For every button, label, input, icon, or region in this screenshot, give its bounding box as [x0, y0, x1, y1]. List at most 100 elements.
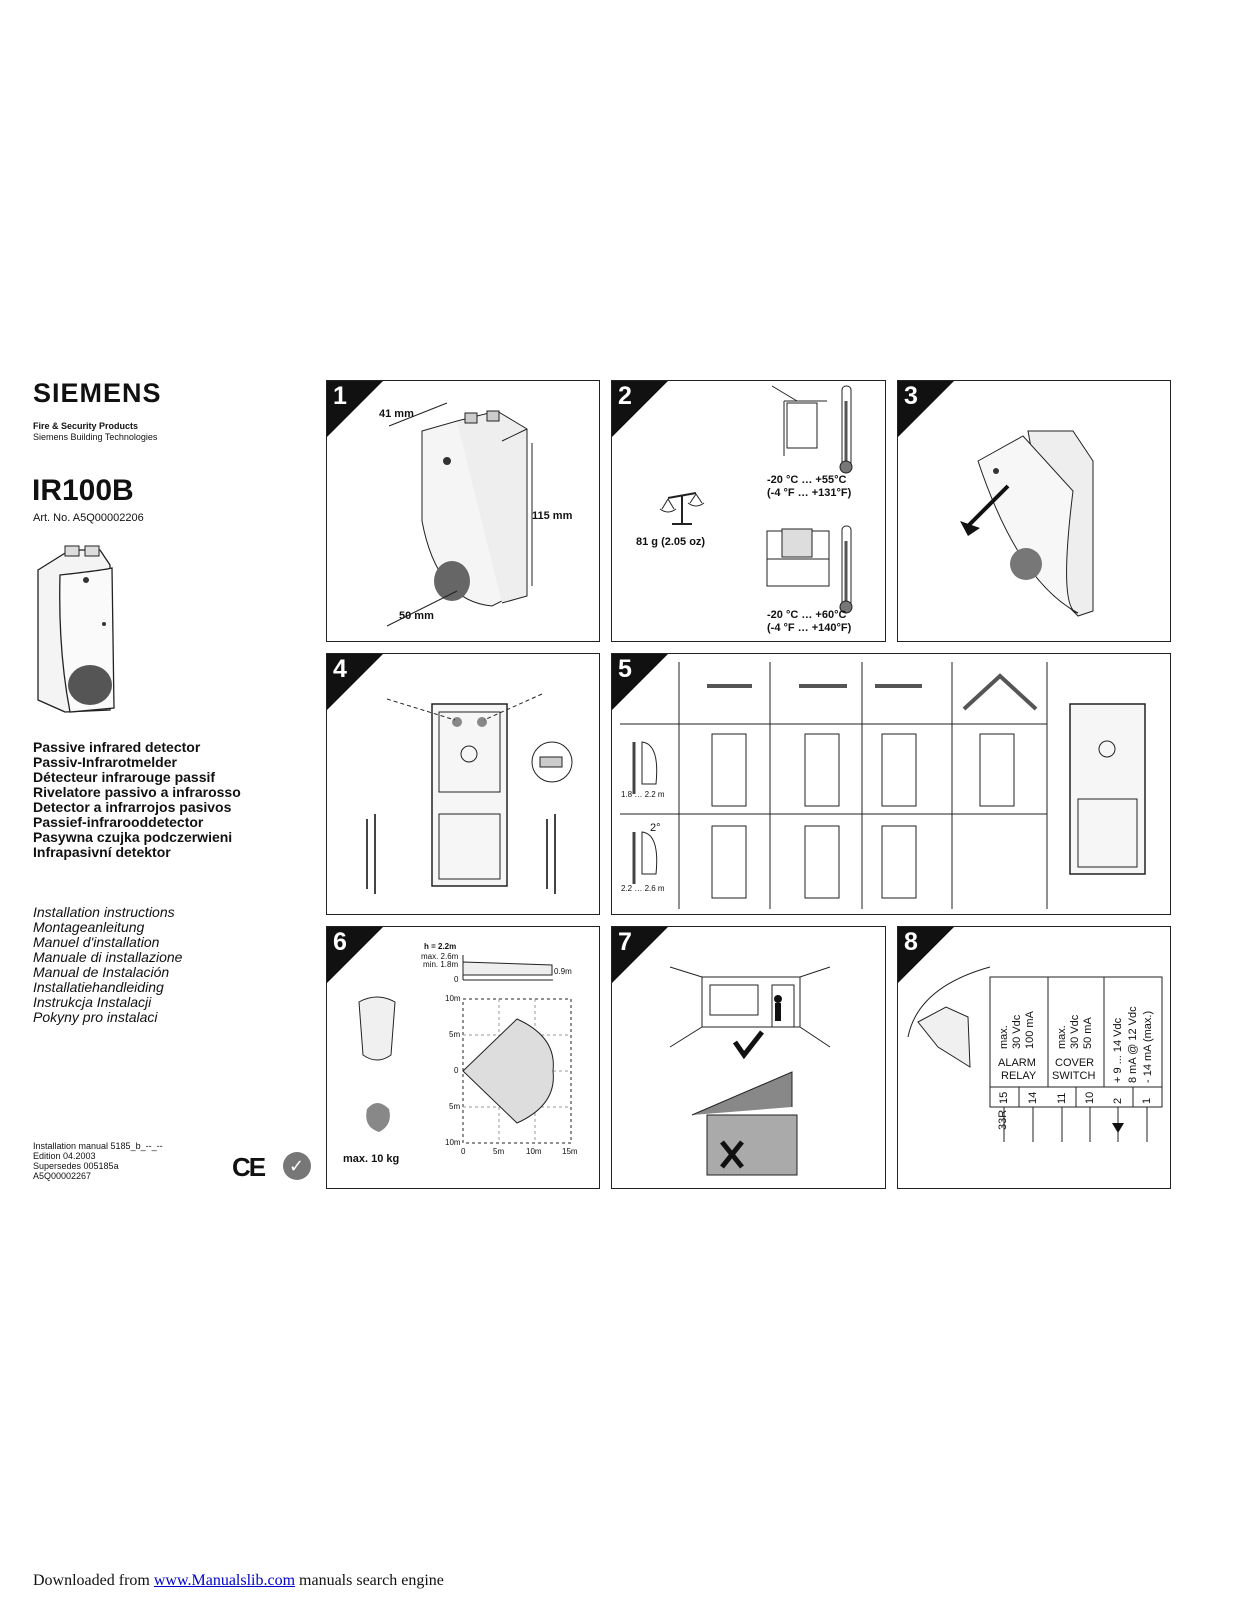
max-height: max. 2.6m: [421, 952, 459, 961]
title-fr: Détecteur infrarouge passif: [33, 769, 216, 785]
terminal-number: 10: [1084, 1091, 1096, 1104]
certification-marks: CE ✓: [232, 1152, 311, 1183]
panel-open-cover: 3: [897, 380, 1171, 642]
alarm-relay-spec: 100 mA: [1024, 1011, 1036, 1049]
panel-number: 8: [904, 928, 918, 956]
mount-height-range-1: 1.8 … 2.2 m: [621, 790, 665, 799]
manual-en: Installation instructions: [33, 904, 175, 920]
edition-line: Supersedes 005185a: [33, 1161, 119, 1171]
manualslib-link[interactable]: www.Manualslib.com: [153, 1572, 296, 1589]
title-nl: Passief-infrarooddetector: [33, 814, 204, 830]
download-footer: Downloaded from www.Manualslib.com manua…: [33, 1572, 444, 1590]
resistor-value: 33R: [997, 1109, 1009, 1130]
manual-de: Montageanleitung: [33, 919, 145, 935]
c-tick-icon: ✓: [282, 1152, 311, 1180]
storage-temp-c: -20 °C … +60°C: [767, 609, 847, 621]
x-tick-label: 15m: [562, 1147, 578, 1156]
alarm-relay-spec: 30 Vdc: [1011, 1014, 1023, 1049]
min-height: min. 1.8m: [423, 960, 459, 969]
y-tick-label: 5m: [449, 1030, 461, 1039]
panel-mounting-options: 5 1.8 … 2.2 m 2° 2.2 … 2.6 m: [611, 653, 1171, 915]
panel-number: 4: [333, 655, 347, 683]
panel-number: 7: [618, 928, 632, 956]
manual-it: Manuale di installazione: [33, 949, 183, 965]
panel-number-badge: [612, 381, 668, 437]
depth-label: 50 mm: [399, 610, 434, 622]
terminal-number: 11: [1056, 1092, 1068, 1104]
panel-number: 2: [618, 382, 632, 410]
manual-nl: Installatiehandleiding: [33, 979, 164, 995]
title-de: Passiv-Infrarotmelder: [33, 754, 177, 770]
footer-suffix: manuals search engine: [295, 1572, 444, 1589]
panel-number-badge: [327, 381, 383, 437]
terminal-wiring-diagram: [907, 966, 1163, 1142]
location-do-dont-drawing: [669, 966, 831, 1176]
panel-location: 7: [611, 926, 886, 1189]
panel-number: 6: [333, 928, 347, 956]
panel-wiring: 8 max. 30 Vdc 100 mA ALARM RELAY max. 30…: [897, 926, 1171, 1189]
panel-coverage: 6 h = 2.2m max. 2.6m min. 1.8m 0.9m 0 10…: [326, 926, 600, 1189]
open-cover-drawing: [960, 430, 1094, 617]
manual-titles: Installation instructions Montageanleitu…: [33, 905, 182, 1025]
power-supply-spec: + 9 ... 14 Vdc: [1112, 1017, 1124, 1083]
panel-number-badge: [612, 927, 668, 983]
panel-number: 5: [618, 655, 632, 683]
edition-line: A5Q00002267: [33, 1171, 92, 1181]
ce-mark: CE: [232, 1152, 266, 1182]
coverage-pattern: [358, 955, 572, 1144]
title-cs: Infrapasivní detektor: [33, 844, 171, 860]
mounting-options-grid: [620, 662, 1146, 909]
title-es: Detector a infrarrojos pasivos: [33, 799, 232, 815]
panel-number-badge: [612, 654, 668, 710]
power-supply-spec: 8 mA @ 12 Vdc: [1127, 1006, 1139, 1083]
cover-switch-spec: 50 mA: [1082, 1017, 1094, 1049]
footer-prefix: Downloaded from: [33, 1572, 154, 1589]
panel-number-badge: [327, 654, 383, 710]
cover-switch-spec: 30 Vdc: [1069, 1014, 1081, 1049]
alarm-relay-spec: max.: [998, 1025, 1010, 1049]
terminal-number: 1: [1141, 1097, 1153, 1104]
y-tick-label: 0: [454, 1066, 459, 1075]
height-label: 115 mm: [532, 510, 573, 522]
manual-pl: Instrukcja Instalacji: [33, 994, 152, 1010]
width-label: 41 mm: [379, 408, 414, 420]
panel-dimensions: 1 41 mm 115 mm 50 mm: [326, 380, 600, 642]
title-pl: Pasywna czujka podczerwieni: [33, 829, 233, 845]
detector-product-image: [37, 545, 115, 713]
y-tick-label: 10m: [445, 994, 461, 1003]
storage-temp-f: (-4 °F … +140°F): [767, 622, 852, 634]
terminal-number: 14: [1027, 1091, 1039, 1104]
y-tick-label: 10m: [445, 1138, 461, 1147]
weight-label: 81 g (2.05 oz): [636, 536, 706, 548]
panel-mounting-holes: 4: [326, 653, 600, 915]
manual-cs: Pokyny pro instalaci: [33, 1009, 158, 1025]
manual-es: Manual de Instalación: [33, 964, 170, 980]
mount-level-label: 0.9m: [554, 967, 572, 976]
height-zero-label: 0: [454, 975, 459, 984]
base-plate-drawing: [366, 693, 573, 894]
article-number: Art. No. A5Q00002206: [33, 512, 144, 524]
cover-switch-label: SWITCH: [1052, 1070, 1096, 1082]
operating-temp-c: -20 °C … +55°C: [767, 474, 847, 486]
edition-info: Installation manual 5185_b_--_-- Edition…: [33, 1141, 163, 1181]
x-tick-label: 0: [461, 1147, 466, 1156]
panel-number-badge: [327, 927, 383, 983]
edition-line: Installation manual 5185_b_--_--: [33, 1141, 163, 1151]
power-supply-spec: - 14 mA (max.): [1142, 1010, 1154, 1083]
terminal-number: 15: [998, 1091, 1010, 1104]
panel-number-badge: [898, 927, 954, 983]
y-tick-label: 5m: [449, 1102, 461, 1111]
operating-temp-f: (-4 °F … +131°F): [767, 487, 852, 499]
product-titles: Passive infrared detector Passiv-Infraro…: [33, 740, 241, 860]
x-tick-label: 5m: [493, 1147, 505, 1156]
alarm-relay-label: ALARM: [998, 1057, 1036, 1069]
alarm-relay-label: RELAY: [1001, 1070, 1037, 1082]
title-it: Rivelatore passivo a infrarosso: [33, 784, 241, 800]
specification-illustrations: [659, 385, 853, 614]
title-en: Passive infrared detector: [33, 739, 201, 755]
default-height: h = 2.2m: [424, 942, 457, 951]
panel-number-badge: [898, 381, 954, 437]
product-model: IR100B: [32, 474, 134, 507]
panel-number: 1: [333, 382, 347, 410]
company-division: Fire & Security Products: [33, 421, 139, 431]
